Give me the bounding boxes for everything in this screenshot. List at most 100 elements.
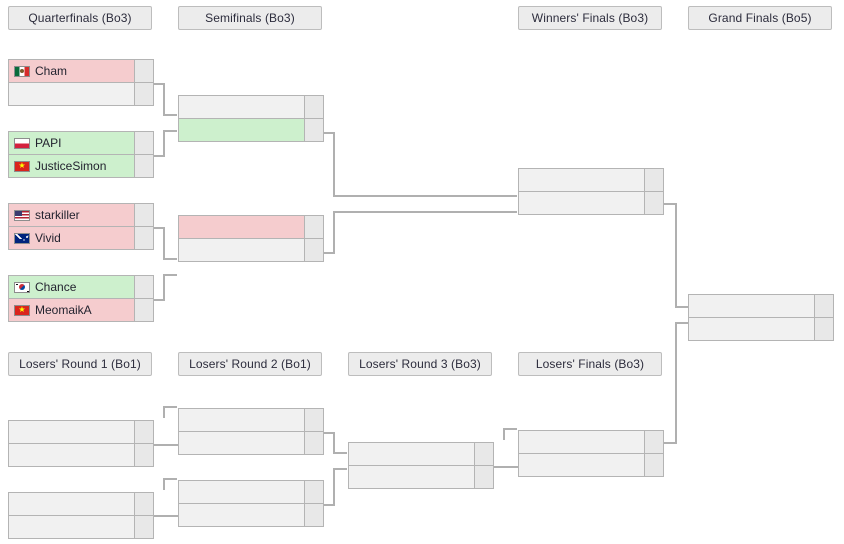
opponent-score <box>304 409 323 431</box>
opponent-score <box>134 516 153 538</box>
opponent-row[interactable] <box>348 465 494 489</box>
connector-line <box>333 452 347 454</box>
opponent-row[interactable] <box>518 168 664 192</box>
opponent-row[interactable] <box>178 238 324 262</box>
round-header-quarterfinals[interactable]: Quarterfinals (Bo3) <box>8 6 152 30</box>
opponent-row[interactable]: JusticeSimon <box>8 154 154 178</box>
match-lb-r2-2[interactable] <box>178 480 324 527</box>
opponent-row[interactable]: starkiller <box>8 203 154 227</box>
opponent-name-cell: MeomaikA <box>9 299 134 321</box>
opponent-score <box>134 204 153 226</box>
opponent-row[interactable]: Chance <box>8 275 154 299</box>
connector-line <box>663 442 677 444</box>
match-wb-winners-finals[interactable] <box>518 168 664 215</box>
opponent-score <box>134 155 153 177</box>
match-wb-qf-4[interactable]: Chance MeomaikA <box>8 275 154 322</box>
opponent-row[interactable] <box>8 420 154 444</box>
opponent-row[interactable] <box>518 191 664 215</box>
match-lb-losers-finals[interactable] <box>518 430 664 477</box>
opponent-score <box>644 169 663 191</box>
opponent-score <box>134 83 153 105</box>
opponent-name-cell: Vivid <box>9 227 134 249</box>
opponent-row[interactable]: Cham <box>8 59 154 83</box>
opponent-row[interactable] <box>178 503 324 527</box>
opponent-row[interactable] <box>178 408 324 432</box>
match-wb-qf-2[interactable]: PAPI JusticeSimon <box>8 131 154 178</box>
connector-line <box>163 258 177 260</box>
opponent-name-cell <box>519 431 644 453</box>
opponent-name-cell <box>179 409 304 431</box>
opponent-name-cell <box>179 504 304 526</box>
match-wb-qf-1[interactable]: Cham <box>8 59 154 106</box>
opponent-name-cell <box>179 96 304 118</box>
opponent-row[interactable] <box>688 294 834 318</box>
opponent-score <box>134 132 153 154</box>
connector-line <box>675 322 677 444</box>
round-header-losers-finals[interactable]: Losers' Finals (Bo3) <box>518 352 662 376</box>
opponent-row[interactable] <box>8 443 154 467</box>
opponent-name-cell: Chance <box>9 276 134 298</box>
opponent-name-cell <box>519 169 644 191</box>
opponent-name: starkiller <box>35 208 80 222</box>
connector-line <box>333 195 517 197</box>
opponent-row[interactable] <box>8 515 154 539</box>
opponent-score <box>814 295 833 317</box>
match-lb-r3-1[interactable] <box>348 442 494 489</box>
opponent-row[interactable]: Vivid <box>8 226 154 250</box>
opponent-name-cell <box>9 493 134 515</box>
connector-line <box>333 468 347 470</box>
round-header-winners-finals[interactable]: Winners' Finals (Bo3) <box>518 6 662 30</box>
opponent-name-cell <box>9 83 134 105</box>
opponent-row[interactable] <box>688 317 834 341</box>
opponent-row[interactable] <box>518 453 664 477</box>
match-wb-qf-3[interactable]: starkiller Vivid <box>8 203 154 250</box>
connector-line <box>163 406 177 408</box>
opponent-score <box>814 318 833 340</box>
connector-line <box>163 130 177 132</box>
flag-mexico-icon <box>14 65 30 77</box>
connector-line <box>675 203 677 308</box>
connector-line <box>153 515 179 517</box>
opponent-name-cell <box>179 119 304 141</box>
opponent-row[interactable]: PAPI <box>8 131 154 155</box>
opponent-row[interactable] <box>348 442 494 466</box>
round-header-grand-finals[interactable]: Grand Finals (Bo5) <box>688 6 832 30</box>
opponent-name-cell <box>519 454 644 476</box>
connector-line <box>163 274 165 301</box>
opponent-row[interactable] <box>178 215 324 239</box>
opponent-name-cell <box>349 466 474 488</box>
opponent-row[interactable] <box>8 492 154 516</box>
opponent-name: PAPI <box>35 136 62 150</box>
round-header-losers-round-1[interactable]: Losers' Round 1 (Bo1) <box>8 352 152 376</box>
connector-line <box>323 432 335 434</box>
connector-line <box>153 299 165 301</box>
opponent-name-cell <box>9 444 134 466</box>
match-wb-sf-2[interactable] <box>178 215 324 262</box>
opponent-score <box>304 481 323 503</box>
opponent-row[interactable] <box>518 430 664 454</box>
connector-line <box>323 132 335 134</box>
opponent-name: Cham <box>35 64 68 78</box>
opponent-row[interactable] <box>178 95 324 119</box>
match-lb-r2-1[interactable] <box>178 408 324 455</box>
opponent-score <box>134 276 153 298</box>
match-grand-finals[interactable] <box>688 294 834 341</box>
opponent-row[interactable] <box>178 480 324 504</box>
opponent-name-cell: Cham <box>9 60 134 82</box>
opponent-score <box>134 493 153 515</box>
round-header-losers-round-2[interactable]: Losers' Round 2 (Bo1) <box>178 352 322 376</box>
opponent-score <box>134 299 153 321</box>
round-header-semifinals[interactable]: Semifinals (Bo3) <box>178 6 322 30</box>
opponent-row[interactable] <box>178 431 324 455</box>
opponent-name-cell: PAPI <box>9 132 134 154</box>
match-lb-r1-2[interactable] <box>8 492 154 539</box>
opponent-row[interactable] <box>8 82 154 106</box>
opponent-row[interactable]: MeomaikA <box>8 298 154 322</box>
opponent-row[interactable] <box>178 118 324 142</box>
match-lb-r1-1[interactable] <box>8 420 154 467</box>
round-header-losers-round-3[interactable]: Losers' Round 3 (Bo3) <box>348 352 492 376</box>
match-wb-sf-1[interactable] <box>178 95 324 142</box>
opponent-score <box>474 443 493 465</box>
opponent-score <box>134 421 153 443</box>
